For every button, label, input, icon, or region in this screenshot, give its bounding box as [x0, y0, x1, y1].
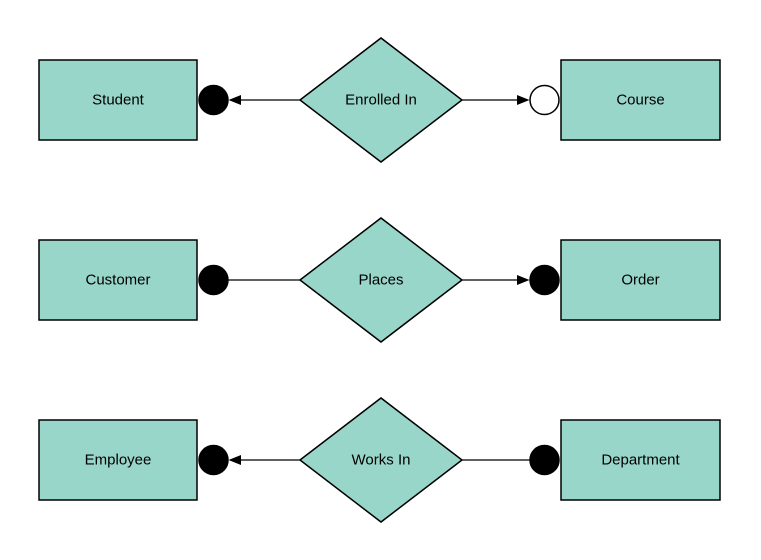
entity-course: Course	[560, 59, 721, 141]
er-row-2: Customer Order Places	[38, 217, 721, 343]
relationship-works-in: Works In	[298, 397, 464, 523]
relationship-enrolled-in: Enrolled In	[298, 37, 464, 163]
filled-circle-marker-icon	[198, 84, 229, 116]
arrowhead-icon	[228, 95, 241, 105]
entity-box	[38, 419, 198, 501]
entity-label: Student	[92, 92, 145, 109]
entity-box	[38, 239, 198, 321]
connector-right	[462, 84, 560, 116]
entity-student: Student	[38, 59, 198, 141]
arrowhead-icon	[517, 95, 530, 105]
filled-circle-marker-icon	[529, 444, 560, 476]
filled-circle-marker-icon	[198, 264, 229, 296]
relationship-places: Places	[298, 217, 464, 343]
relationship-label: Works In	[352, 452, 411, 469]
entity-employee: Employee	[38, 419, 198, 501]
connector-right	[462, 264, 560, 296]
connector-right	[462, 444, 560, 476]
entity-department: Department	[560, 419, 721, 501]
entity-label: Department	[601, 452, 680, 469]
relationship-label: Places	[358, 272, 403, 289]
entity-box	[560, 239, 721, 321]
entity-box	[560, 419, 721, 501]
open-circle-marker-icon	[529, 84, 560, 116]
connector-left	[198, 84, 300, 116]
entity-box	[38, 59, 198, 141]
connector-left	[198, 444, 300, 476]
entity-label: Customer	[85, 272, 150, 289]
entity-order: Order	[560, 239, 721, 321]
entity-label: Order	[621, 272, 659, 289]
filled-circle-marker-icon	[198, 444, 229, 476]
filled-circle-marker-icon	[529, 264, 560, 296]
er-row-1: Student Course Enrolled In	[38, 37, 721, 163]
connector-left	[198, 264, 300, 296]
er-row-3: Employee Department Works In	[38, 397, 721, 523]
relationship-label: Enrolled In	[345, 92, 417, 109]
entity-label: Employee	[85, 452, 152, 469]
entity-label: Course	[616, 92, 664, 109]
arrowhead-icon	[228, 455, 241, 465]
arrowhead-icon	[517, 275, 530, 285]
entity-box	[560, 59, 721, 141]
entity-customer: Customer	[38, 239, 198, 321]
